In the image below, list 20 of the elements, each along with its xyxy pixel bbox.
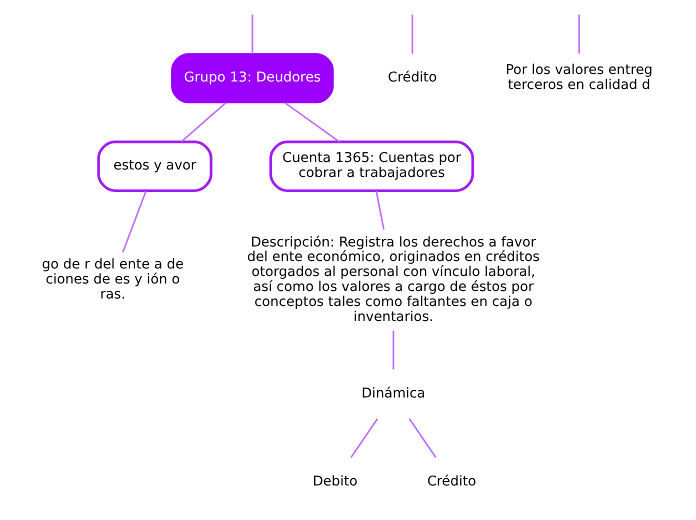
connector (284, 102, 340, 142)
connector (122, 190, 147, 252)
node-box: Cuenta 1365: Cuentas por cobrar a trabajadores (269, 140, 474, 192)
connector (180, 102, 226, 142)
node-text: Descripción: Registra los derechos a favor del ente económico, originados en créditos otorgados al personal con vínculo laboral, así como los valores a cargo de éstos por conceptos tales como faltantes en caja o inventarios. (247, 234, 540, 325)
node-text: go de r del ente a de ciones de es y ión o ras. (42, 256, 184, 302)
node-text: Dinámica (362, 385, 426, 402)
connector (412, 14, 414, 54)
node-box: Grupo 13: Deudores (171, 53, 334, 104)
connector (252, 14, 254, 54)
connector (408, 418, 436, 458)
connector (376, 191, 385, 230)
node-text: Debito (312, 474, 358, 490)
node-text: Por los valores entreg terceros en calidad d (506, 62, 653, 93)
node-text: Crédito (427, 474, 476, 490)
connector (392, 330, 394, 370)
connector (350, 418, 378, 458)
node-box: estos y avor (97, 140, 212, 192)
node-text: Crédito (388, 70, 437, 86)
connector (578, 14, 580, 54)
